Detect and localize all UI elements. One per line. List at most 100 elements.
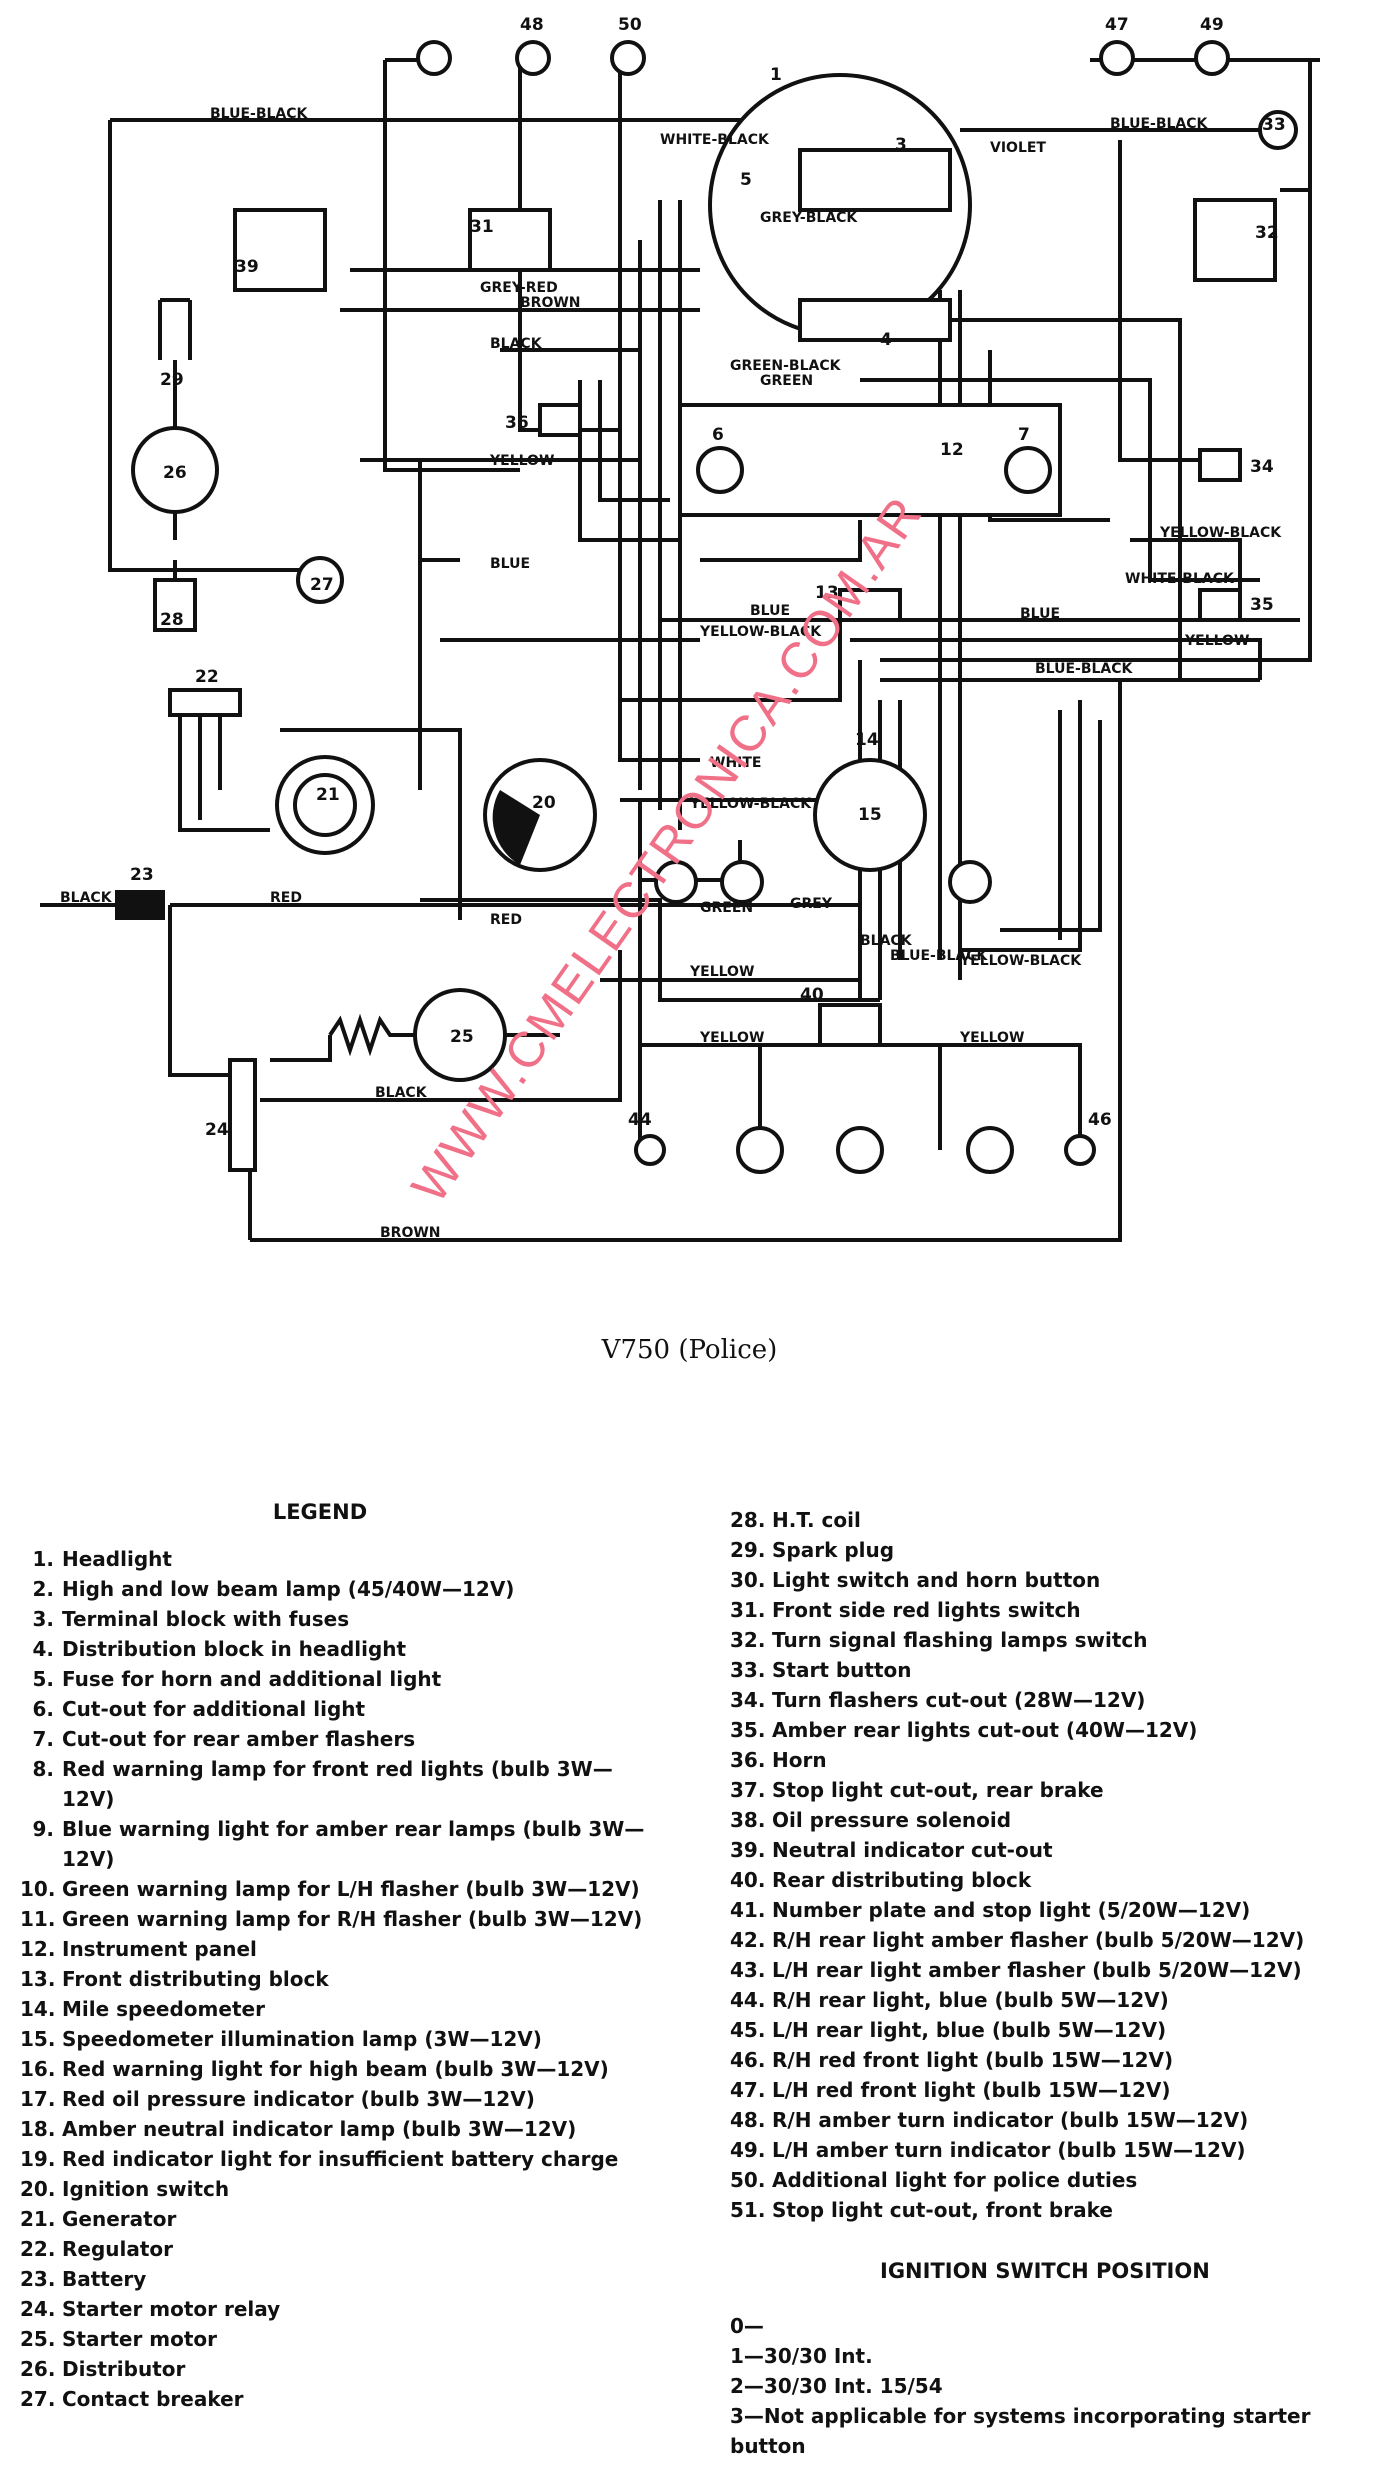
turn-flasher-cutout	[1198, 448, 1242, 482]
legend-item: 14.Mile speedometer	[20, 1994, 660, 2024]
svg-text:GREEN: GREEN	[700, 900, 753, 916]
legend-item-number: 50.	[730, 2168, 766, 2192]
legend-item: 36.Horn	[730, 1745, 1370, 1775]
legend-item-number: 15.	[20, 2027, 56, 2051]
legend-item: 5.Fuse for horn and additional light	[20, 1664, 660, 1694]
wire-color-labels: BLUE-BLACK BLUE-BLACK VIOLET BLACK YELLO…	[60, 106, 1282, 1241]
legend-item-number: 4.	[32, 1637, 54, 1661]
num-label: 13	[815, 583, 839, 603]
legend-item-text: Rear distributing block	[772, 1868, 1032, 1892]
svg-text:BLUE-BLACK: BLUE-BLACK	[210, 106, 309, 122]
legend-item: 48.R/H amber turn indicator (bulb 15W—12…	[730, 2105, 1370, 2135]
legend-item-number: 8.	[32, 1757, 54, 1781]
legend-item-number: 35.	[730, 1718, 766, 1742]
legend-item-text: Terminal block with fuses	[62, 1607, 350, 1631]
legend-item: 42.R/H rear light amber flasher (bulb 5/…	[730, 1925, 1370, 1955]
legend-item-text: Amber rear lights cut-out (40W—12V)	[772, 1718, 1198, 1742]
num-label: 26	[163, 463, 187, 483]
legend-item-number: 28.	[730, 1508, 766, 1532]
speedometer	[813, 758, 927, 872]
legend-item-number: 7.	[32, 1727, 54, 1751]
legend-title: LEGEND	[272, 1500, 368, 1524]
legend-item-number: 38.	[730, 1808, 766, 1832]
svg-text:BLUE-BLACK: BLUE-BLACK	[1035, 661, 1134, 677]
svg-text:YELLOW: YELLOW	[699, 1030, 764, 1046]
ignition-switch-sector	[492, 790, 540, 865]
num-label: 36	[505, 413, 529, 433]
legend-item: 21.Generator	[20, 2204, 660, 2234]
num-label: 15	[858, 805, 882, 825]
ignition-position: 0—	[730, 2314, 764, 2338]
num-label: 3	[895, 135, 907, 155]
ignition-position: 2—30/30 Int. 15/54	[730, 2374, 943, 2398]
legend-item: 3.Terminal block with fuses	[20, 1604, 660, 1634]
svg-text:WHITE-BLACK: WHITE-BLACK	[660, 132, 770, 148]
legend-item-text: Stop light cut-out, rear brake	[772, 1778, 1104, 1802]
num-label: 4	[880, 330, 892, 350]
contact-breaker	[296, 556, 344, 604]
legend-item: 23.Battery	[20, 2264, 660, 2294]
svg-text:YELLOW: YELLOW	[489, 453, 554, 469]
legend-item-number: 22.	[20, 2237, 56, 2261]
legend-item-text: R/H red front light (bulb 15W—12V)	[772, 2048, 1174, 2072]
num-label: 44	[628, 1110, 652, 1130]
legend-item-number: 47.	[730, 2078, 766, 2102]
legend-item-number: 16.	[20, 2057, 56, 2081]
starter-coil	[328, 1013, 415, 1057]
num-label: 25	[450, 1027, 474, 1047]
svg-text:BLACK: BLACK	[60, 890, 113, 906]
legend-item-number: 24.	[20, 2297, 56, 2321]
legend-item-text: L/H red front light (bulb 15W—12V)	[772, 2078, 1171, 2102]
legend-item-number: 18.	[20, 2117, 56, 2141]
svg-text:GREEN-BLACK: GREEN-BLACK	[730, 358, 842, 374]
legend-item-text: L/H amber turn indicator (bulb 15W—12V)	[772, 2138, 1246, 2162]
legend-item-number: 21.	[20, 2207, 56, 2231]
legend-item-text: Front side red lights switch	[772, 1598, 1081, 1622]
legend-item: 18.Amber neutral indicator lamp (bulb 3W…	[20, 2114, 660, 2144]
svg-text:GREY-RED: GREY-RED	[480, 280, 558, 296]
num-label: 1	[770, 65, 782, 85]
svg-text:YELLOW: YELLOW	[1184, 633, 1249, 649]
legend-item: 9.Blue warning light for amber rear lamp…	[20, 1814, 660, 1874]
legend-item-number: 34.	[730, 1688, 766, 1712]
legend-item-number: 9.	[32, 1817, 54, 1841]
legend-item: 22.Regulator	[20, 2234, 660, 2264]
legend-item: 41.Number plate and stop light (5/20W—12…	[730, 1895, 1370, 1925]
rear-distributing-block	[818, 1003, 882, 1047]
svg-text:VIOLET: VIOLET	[990, 140, 1046, 156]
legend-item-text: Amber neutral indicator lamp (bulb 3W—12…	[62, 2117, 577, 2141]
svg-text:YELLOW-BLACK: YELLOW-BLACK	[959, 953, 1082, 969]
num-label: 21	[316, 785, 340, 805]
num-label: 35	[1250, 595, 1274, 615]
legend-item-text: Generator	[62, 2207, 177, 2231]
svg-text:GREEN: GREEN	[760, 373, 813, 389]
legend-item-number: 25.	[20, 2327, 56, 2351]
legend-item-number: 11.	[20, 1907, 56, 1931]
lamps	[416, 40, 1298, 1174]
legend-item-number: 30.	[730, 1568, 766, 1592]
num-label: 28	[160, 610, 184, 630]
svg-text:RED: RED	[270, 890, 302, 906]
legend-item-number: 29.	[730, 1538, 766, 1562]
svg-text:YELLOW: YELLOW	[959, 1030, 1024, 1046]
legend-item-number: 44.	[730, 1988, 766, 2012]
num-label: 31	[470, 217, 494, 237]
svg-text:WHITE: WHITE	[710, 755, 761, 771]
legend-item: 28.H.T. coil	[730, 1505, 1370, 1535]
num-label: 40	[800, 985, 824, 1005]
legend-item-text: Green warning lamp for L/H flasher (bulb…	[62, 1877, 640, 1901]
legend-item-number: 5.	[32, 1667, 54, 1691]
legend-item: 20.Ignition switch	[20, 2174, 660, 2204]
svg-text:BLUE-BLACK: BLUE-BLACK	[1110, 116, 1209, 132]
legend-item: 16.Red warning light for high beam (bulb…	[20, 2054, 660, 2084]
legend-item-number: 49.	[730, 2138, 766, 2162]
distribution-block	[798, 298, 952, 342]
num-label: 5	[740, 170, 752, 190]
legend-item-number: 17.	[20, 2087, 56, 2111]
legend-item: 8.Red warning lamp for front red lights …	[20, 1754, 660, 1814]
regulator	[168, 688, 242, 717]
legend-item-text: L/H rear light, blue (bulb 5W—12V)	[772, 2018, 1167, 2042]
legend-item-text: Light switch and horn button	[772, 1568, 1101, 1592]
legend-item: 4.Distribution block in headlight	[20, 1634, 660, 1664]
